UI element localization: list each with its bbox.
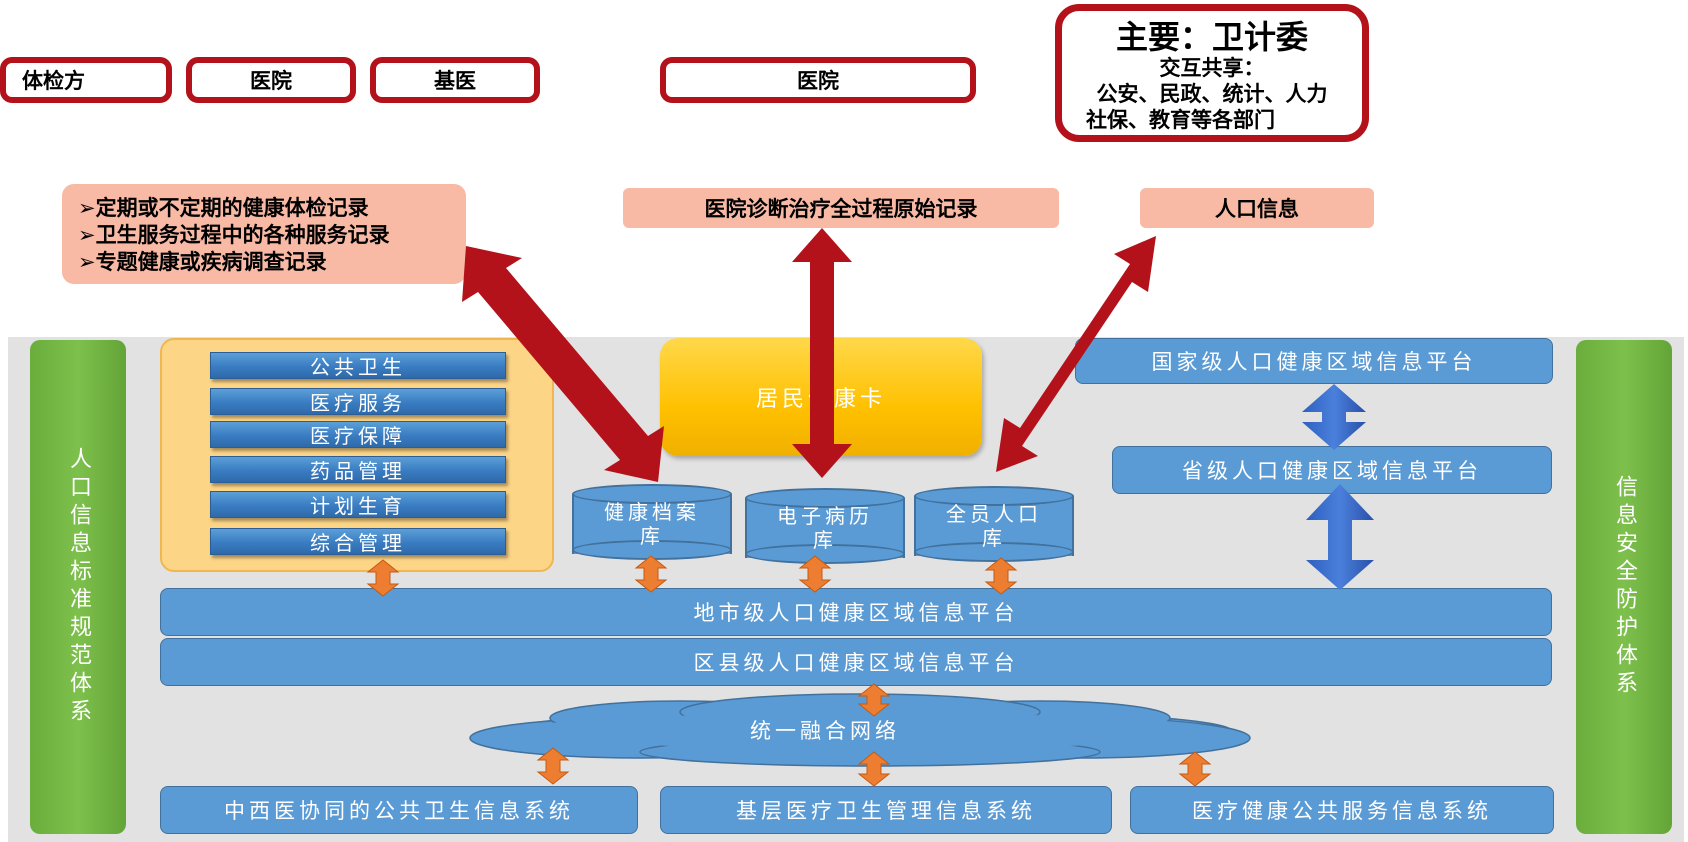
function-medical-service: 医疗服务 <box>210 388 506 415</box>
source-label: 医院 <box>797 69 839 93</box>
system-label: 基层医疗卫生管理信息系统 <box>736 799 1036 823</box>
source-label: 基医 <box>434 69 476 93</box>
main-authority-line3: 社保、教育等各部门 <box>1086 108 1275 132</box>
platform-city-label: 地市级人口健康区域信息平台 <box>693 601 1019 625</box>
function-comprehensive-management: 综合管理 <box>210 528 506 555</box>
database-label: 库 <box>982 526 1006 550</box>
record-population-label: 人口信息 <box>1215 197 1299 221</box>
system-public-service: 医疗健康公共服务信息系统 <box>1130 786 1554 834</box>
record-bullet: ➢定期或不定期的健康体检记录 <box>78 196 369 220</box>
platform-county: 区县级人口健康区域信息平台 <box>160 638 1552 686</box>
database-label: 电子病历 <box>777 504 873 528</box>
red-arrow-left <box>462 246 664 482</box>
platform-provincial-label: 省级人口健康区域信息平台 <box>1182 459 1482 483</box>
main-authority-line2: 公安、民政、统计、人力 <box>1096 82 1328 106</box>
function-family-planning: 计划生育 <box>210 491 506 518</box>
record-bullet: ➢卫生服务过程中的各种服务记录 <box>78 223 390 247</box>
blue-arrow-national-provincial <box>1302 384 1366 450</box>
database-label: 库 <box>640 524 664 548</box>
system-label: 中西医协同的公共卫生信息系统 <box>224 799 574 823</box>
system-primary-care: 基层医疗卫生管理信息系统 <box>660 786 1112 834</box>
database-emr: 电子病历库 <box>745 488 905 564</box>
function-medical-insurance: 医疗保障 <box>210 421 506 448</box>
security-system-label: 信息安全防护体系 <box>1612 475 1637 699</box>
standards-system-label: 人口信息标准规范体系 <box>66 447 91 727</box>
security-system-bar: 信息安全防护体系 <box>1576 340 1672 834</box>
platform-national: 国家级人口健康区域信息平台 <box>1075 338 1553 384</box>
record-box-health: ➢定期或不定期的健康体检记录 ➢卫生服务过程中的各种服务记录 ➢专题健康或疾病调… <box>62 184 466 284</box>
database-health-records: 健康档案库 <box>572 484 732 560</box>
orange-arrows <box>366 555 1212 787</box>
platform-county-label: 区县级人口健康区域信息平台 <box>693 651 1019 675</box>
source-box-hospital-2: 医院 <box>660 57 976 103</box>
system-label: 医疗健康公共服务信息系统 <box>1192 799 1492 823</box>
record-box-hospital: 医院诊断治疗全过程原始记录 <box>623 188 1059 228</box>
network-label: 统一融合网络 <box>750 719 900 743</box>
platform-national-label: 国家级人口健康区域信息平台 <box>1151 350 1477 374</box>
record-hospital-label: 医院诊断治疗全过程原始记录 <box>704 197 978 221</box>
function-drug-management: 药品管理 <box>210 456 506 483</box>
function-public-health: 公共卫生 <box>210 352 506 379</box>
blue-arrow-provincial-city <box>1306 484 1374 590</box>
database-label: 全员人口 <box>946 502 1042 526</box>
source-box-physical-exam: 体检方 <box>0 57 172 103</box>
record-box-population: 人口信息 <box>1140 188 1374 228</box>
red-arrow-right <box>996 236 1156 472</box>
database-population: 全员人口库 <box>914 486 1074 562</box>
source-label: 医院 <box>250 69 292 93</box>
database-label: 库 <box>813 528 837 552</box>
red-arrow-center <box>792 228 852 478</box>
standards-system-bar: 人口信息标准规范体系 <box>30 340 126 834</box>
platform-provincial: 省级人口健康区域信息平台 <box>1112 446 1552 494</box>
main-authority-title: 主要：卫计委 <box>1115 18 1308 56</box>
source-box-primary-care: 基医 <box>370 57 540 103</box>
system-tcm-public-health: 中西医协同的公共卫生信息系统 <box>160 786 638 834</box>
main-authority-box: 主要：卫计委 交互共享： 公安、民政、统计、人力 社保、教育等各部门 <box>1055 4 1369 142</box>
source-box-hospital: 医院 <box>186 57 356 103</box>
source-label: 体检方 <box>22 69 85 93</box>
record-bullet: ➢专题健康或疾病调查记录 <box>78 250 327 274</box>
database-label: 健康档案 <box>604 500 700 524</box>
main-authority-line1: 交互共享： <box>1159 56 1265 80</box>
platform-city: 地市级人口健康区域信息平台 <box>160 588 1552 636</box>
